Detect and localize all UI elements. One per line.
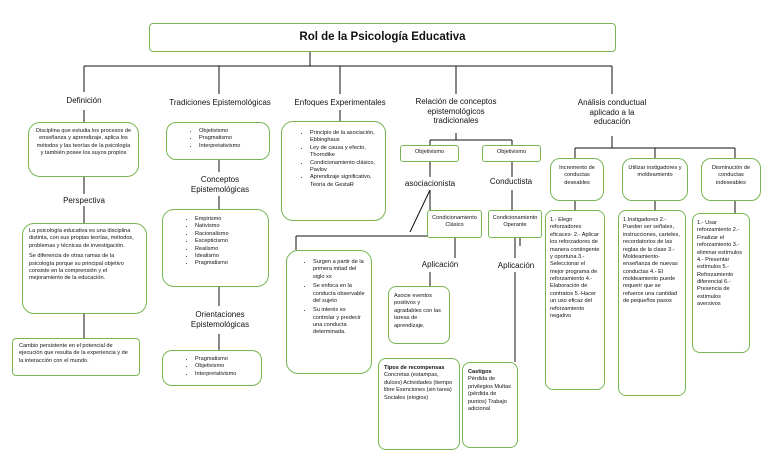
castigos-box: Castigos Pérdida de privilegios Multas (…: [462, 362, 518, 448]
list-item: Objetivismo: [195, 363, 255, 370]
utilizar-list-box: 1.Instigadores 2.- Pueden ser señales, i…: [618, 210, 686, 396]
definicion-box: Disciplina que estudia los procesos de e…: [28, 122, 139, 177]
analisis-label: Análisis conductual aplicado a la educac…: [577, 98, 647, 127]
conceptos-label: Conceptos Epistemológicas: [190, 175, 250, 194]
asocie-text: Asocie eventos positivos y agradables co…: [394, 293, 441, 329]
objetivismo-text-2: Objetivismo: [496, 149, 527, 155]
list-item: Pragmatismo: [195, 356, 255, 363]
list-item: Pragmatismo: [195, 260, 262, 267]
list-item: Aprendizaje significativo, Teoría de Ges…: [310, 174, 379, 189]
cambio-box: Cambio persistente en el potencial de ej…: [12, 338, 140, 376]
aplicacion-label-2: Aplicación: [497, 261, 535, 270]
tipos-recompensas-title: Tipos de recompensas: [384, 365, 445, 371]
objetivismo-box-1: Objetivismo: [400, 145, 459, 162]
disminucion-box: Disminución de conductas indeseables: [701, 158, 761, 201]
definicion-text: Disciplina que estudia los procesos de e…: [35, 128, 132, 157]
castigos-text: Pérdida de privilegios Multas (pérdida d…: [468, 376, 511, 412]
asocie-box: Asocie eventos positivos y agradables co…: [388, 286, 450, 344]
list-item: Principio de la asociación, Ebbinghaus: [310, 130, 379, 145]
conductista-label: Conductista: [489, 177, 533, 186]
list-item: Empirismo: [195, 216, 262, 223]
incremento-box: Incremento de conductas deseables: [550, 158, 604, 201]
cond-operante-text: Condicionamiento Operante: [492, 215, 538, 229]
tipos-recompensas-text: Concretas (estampas, dulces) Actividades…: [384, 372, 453, 401]
enfoques-label: Enfoques Experimentales: [294, 98, 386, 107]
aplicacion-label-1: Aplicación: [421, 260, 459, 269]
enfoques-list: Principio de la asociación, Ebbinghaus L…: [300, 130, 379, 189]
list-item: Condicionamiento clásico, Pavlov: [310, 160, 379, 175]
list-item: Nativismo: [195, 223, 262, 230]
list-item: Surgen a partir de la primera mitad del …: [313, 259, 367, 281]
conceptos-box: Empirismo Nativismo Racionalismo Escepti…: [162, 209, 269, 287]
list-item: Escepticismo: [195, 238, 262, 245]
conductismo-bullets-box: Surgen a partir de la primera mitad del …: [286, 250, 372, 374]
objetivismo-box-2: Objetivismo: [482, 145, 541, 162]
cond-clasico-box: Condicionamiento Clásico: [427, 210, 482, 238]
disminucion-list-text: 1.- Usar reforzamiento 2.- Finalizar el …: [697, 220, 743, 308]
orientaciones-box: Pragmatismo Objetivismo Interpretativism…: [162, 350, 262, 386]
page-title: Rol de la Psicología Educativa: [299, 30, 466, 43]
utilizar-box: Utilizar instigadores y moldeamiento: [622, 158, 688, 201]
relacion-label: Relación de conceptos epistemológicos tr…: [415, 97, 497, 126]
perspectiva-p2: Se diferencia de otras ramas de la psico…: [29, 253, 124, 282]
list-item: Se enfoca en la conducta observable del …: [313, 283, 367, 305]
title-box: Rol de la Psicología Educativa: [149, 23, 616, 52]
list-item: Objetivismo: [199, 128, 263, 135]
tradiciones-list: Objetivismo Pragmatismo Interpretativism…: [189, 128, 263, 150]
incremento-list-box: 1.- Elegir reforzadores eficaces- 2.- Ap…: [545, 210, 605, 390]
disminucion-list-box: 1.- Usar reforzamiento 2.- Finalizar el …: [692, 213, 750, 353]
incremento-text: Incremento de conductas deseables: [559, 165, 595, 186]
perspectiva-p1: La psicología educativa es una disciplin…: [29, 228, 134, 249]
orientaciones-label: Orientaciones Epistemológicas: [190, 310, 250, 329]
disminucion-text: Disminución de conductas indeseables: [711, 165, 751, 186]
list-item: Su interés es controlar y predecir una c…: [313, 307, 367, 337]
incremento-list-text: 1.- Elegir reforzadores eficaces- 2.- Ap…: [550, 217, 600, 319]
list-item: Interpretativismo: [195, 371, 255, 378]
asociacionista-label: asociacionista: [404, 179, 456, 188]
tradiciones-label: Tradiciones Epistemológicas: [169, 98, 271, 107]
perspectiva-label: Perspectiva: [63, 196, 105, 205]
orientaciones-list: Pragmatismo Objetivismo Interpretativism…: [185, 356, 255, 378]
tradiciones-box: Objetivismo Pragmatismo Interpretativism…: [166, 122, 270, 160]
list-item: Idealismo: [195, 253, 262, 260]
utilizar-list-text: 1.Instigadores 2.- Pueden ser señales, i…: [623, 217, 680, 305]
list-item: Racionalismo: [195, 231, 262, 238]
perspectiva-box: La psicología educativa es una disciplin…: [22, 223, 147, 314]
enfoques-box: Principio de la asociación, Ebbinghaus L…: [281, 121, 386, 221]
list-item: Realismo: [195, 246, 262, 253]
list-item: Interpretativismo: [199, 143, 263, 150]
objetivismo-text-1: Objetivismo: [414, 149, 445, 155]
definicion-label: Definición: [66, 96, 102, 105]
utilizar-text: Utilizar instigadores y moldeamiento: [628, 165, 682, 179]
cond-clasico-text: Condicionamiento Clásico: [432, 215, 477, 229]
conceptos-list: Empirismo Nativismo Racionalismo Escepti…: [185, 216, 262, 268]
list-item: Pragmatismo: [199, 135, 263, 142]
cambio-text: Cambio persistente en el potencial de ej…: [19, 343, 128, 364]
cond-operante-box: Condicionamiento Operante: [488, 210, 542, 238]
tipos-recompensas-box: Tipos de recompensas Concretas (estampas…: [378, 358, 460, 450]
conductismo-list: Surgen a partir de la primera mitad del …: [303, 259, 367, 337]
list-item: Ley de causa y efecto, Thorndike: [310, 145, 379, 160]
castigos-title: Castigos: [468, 369, 492, 375]
